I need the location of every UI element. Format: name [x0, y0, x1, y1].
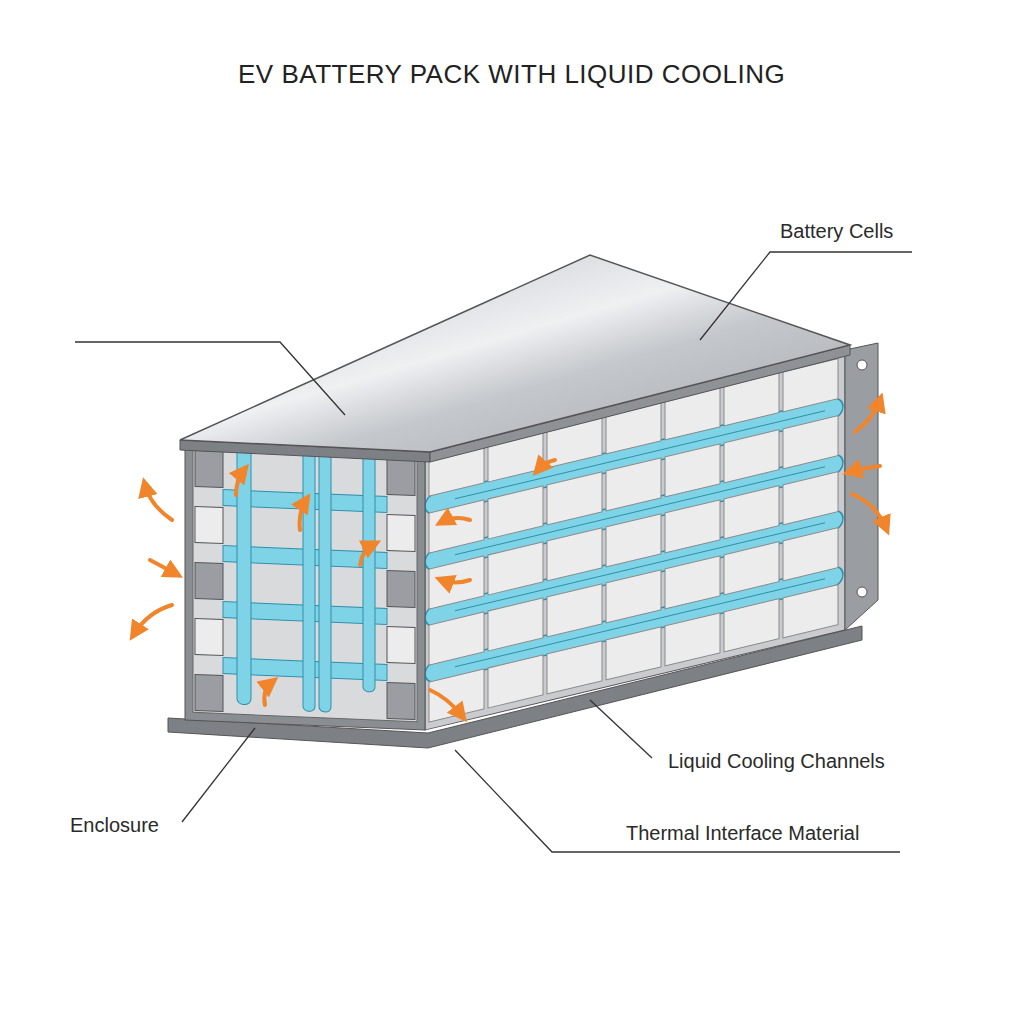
- part-label: Thermal Interface Material: [626, 822, 859, 845]
- enclosure-wall: [185, 440, 425, 730]
- lid-top: [180, 255, 850, 452]
- battery-cell: [195, 450, 223, 487]
- heat-arrow: [538, 460, 555, 470]
- leader-line: [700, 252, 912, 340]
- part-label: Battery Cells: [780, 220, 893, 243]
- heat-arrow: [430, 690, 462, 716]
- battery-cell: [195, 506, 223, 543]
- cell-row: [429, 585, 838, 722]
- leader-line: [455, 750, 900, 852]
- vertical-channel: [237, 446, 251, 705]
- battery-cell: [195, 562, 223, 599]
- battery-cell: [195, 674, 223, 711]
- battery-cell: [387, 626, 415, 663]
- heat-arrow: [236, 470, 244, 495]
- leader-line: [182, 728, 255, 822]
- channel-flow-line: [455, 411, 825, 667]
- part-label: Enclosure: [70, 814, 159, 837]
- battery-cell: [387, 682, 415, 719]
- heat-arrow: [850, 466, 880, 472]
- battery-cell: [195, 618, 223, 655]
- battery-cell: [387, 570, 415, 607]
- heat-arrow: [360, 544, 374, 565]
- heat-arrow: [145, 485, 172, 520]
- heat-arrow: [852, 494, 886, 528]
- heat-arrow: [264, 682, 272, 705]
- heat-flow-arrows: [134, 400, 886, 716]
- heat-arrow: [134, 605, 172, 634]
- mount-hole: [857, 360, 867, 370]
- diagram-title: EV BATTERY PACK WITH LIQUID COOLING: [238, 60, 785, 90]
- heat-arrow: [442, 580, 470, 583]
- battery-cell: [387, 458, 415, 495]
- enclosure-inner: [193, 448, 417, 721]
- battery-cell: [387, 514, 415, 551]
- cross-section-face: [185, 440, 425, 730]
- leader-line: [590, 700, 652, 758]
- vertical-channel: [363, 451, 375, 692]
- leader-lines: [75, 252, 912, 852]
- heat-arrow: [442, 518, 470, 522]
- leader-line: [75, 342, 345, 415]
- heat-arrow: [150, 560, 176, 574]
- part-label: Liquid Cooling Channels: [668, 750, 885, 773]
- mount-hole: [857, 587, 867, 597]
- heat-arrow: [300, 500, 306, 530]
- vertical-channel: [303, 449, 315, 712]
- vertical-channel: [319, 450, 331, 713]
- heat-arrow: [855, 400, 880, 432]
- end-bracket: [845, 343, 878, 630]
